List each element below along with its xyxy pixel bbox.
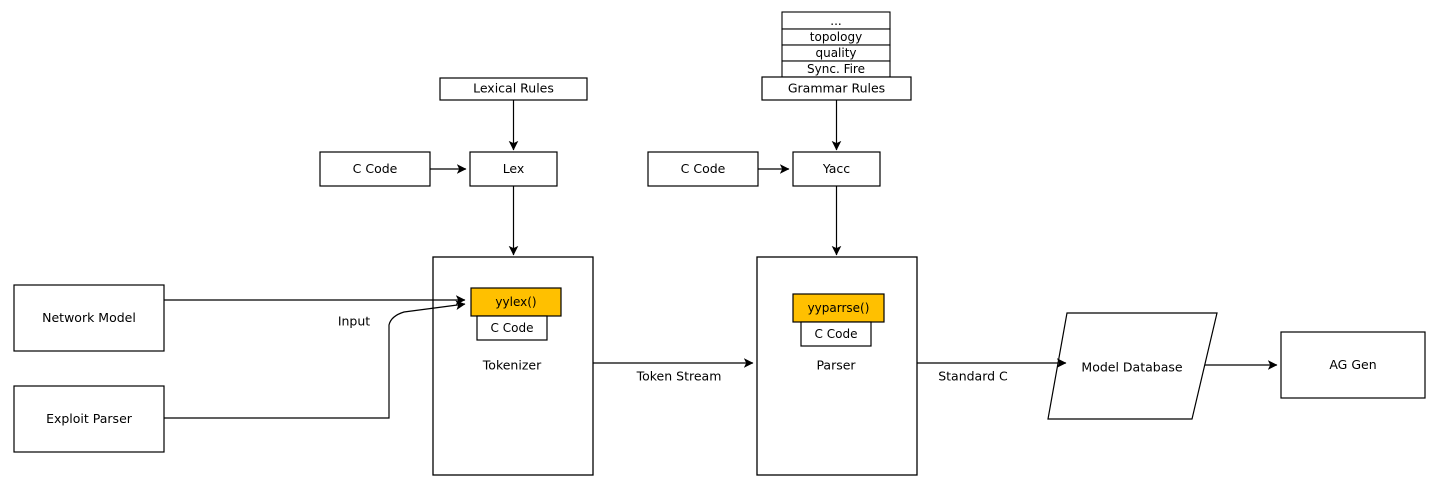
yacc-box (792, 151, 881, 187)
node-lex: Lex (469, 151, 558, 187)
lex-label: Lex (503, 161, 525, 176)
yyparrse-box (792, 293, 885, 323)
yylex-box (470, 287, 562, 317)
edge-label-input: Input (338, 314, 370, 329)
node-ag-gen: AG Gen (1280, 331, 1426, 399)
edge-label-standard-c: Standard C (938, 369, 1008, 384)
lexical-rules-label: Lexical Rules (473, 81, 554, 96)
yyparrse-label: yyparrse() (808, 301, 870, 315)
node-c-code-yacc: C Code (647, 151, 759, 187)
c-code-yacc-label: C Code (681, 161, 726, 176)
node-c-code-lex: C Code (319, 151, 431, 187)
grammar-stack-label-1: topology (810, 30, 862, 44)
edge-exploit-parser-to-tokenizer (164, 300, 466, 419)
node-lexical-rules: Lexical Rules (439, 77, 588, 101)
node-model-database: Model Database (1047, 312, 1218, 420)
node-tokenizer: yylex() C Code Tokenizer (432, 256, 594, 476)
tokenizer-c-code-label: C Code (491, 321, 534, 335)
ag-gen-label: AG Gen (1329, 357, 1376, 372)
yylex-label: yylex() (495, 295, 536, 309)
grammar-rules-label: Grammar Rules (788, 81, 885, 96)
edge-label-token-stream: Token Stream (636, 369, 722, 384)
parser-label: Parser (816, 358, 856, 373)
model-database-label: Model Database (1081, 360, 1182, 375)
grammar-stack-label-2: quality (815, 46, 856, 60)
network-model-label: Network Model (42, 310, 136, 325)
exploit-parser-box (13, 385, 165, 453)
parser-c-code-label: C Code (815, 327, 858, 341)
tokenizer-c-code-box (476, 315, 548, 341)
node-network-model: Network Model (13, 284, 165, 352)
grammar-stack-label-0: ... (830, 14, 841, 28)
exploit-parser-label: Exploit Parser (46, 411, 133, 426)
ag-gen-box (1280, 331, 1426, 399)
network-model-box (13, 284, 165, 352)
tokenizer-label: Tokenizer (482, 358, 542, 373)
lex-box (469, 151, 558, 187)
grammar-stack-label-3: Sync. Fire (807, 62, 865, 76)
parser-c-code-box (800, 321, 872, 347)
c-code-lex-label: C Code (353, 161, 398, 176)
node-exploit-parser: Exploit Parser (13, 385, 165, 453)
node-parser: yyparrse() C Code Parser (756, 256, 918, 476)
yacc-label: Yacc (822, 161, 850, 176)
grammar-rules-stack: ... topology quality Sync. Fire (781, 11, 891, 78)
node-grammar-rules: Grammar Rules (761, 76, 912, 101)
model-database-shape (1047, 312, 1218, 420)
node-yacc: Yacc (792, 151, 881, 187)
parser-box (756, 256, 918, 476)
